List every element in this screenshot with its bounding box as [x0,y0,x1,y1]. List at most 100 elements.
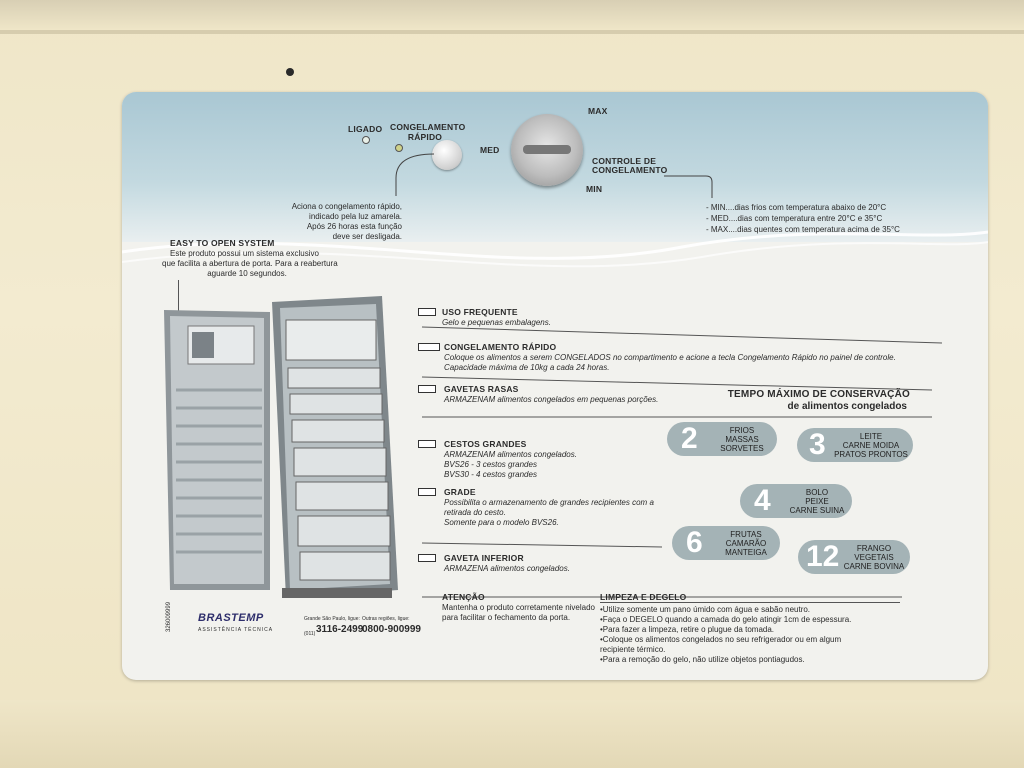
controle-label-1: CONTROLE DE [592,156,657,166]
feature-title-3: GAVETAS RASAS [444,384,519,394]
screw-hole [286,68,294,76]
quick-freeze-note-1: Aciona o congelamento rápido, [291,202,402,211]
region-2: Outras regiões, ligue: [362,616,410,622]
storage-foods-2-2: MASSAS [725,435,759,444]
limpeza-rule [600,602,900,603]
feature-line-5-1: Possibilita o armazenamento de grandes r… [444,498,654,507]
brand-sub: ASSISTÊNCIA TÉCNICA [198,627,274,633]
easy-open-line-3: aguarde 10 segundos. [207,269,287,278]
min-label: MIN [586,184,603,194]
feature-icon-2 [418,343,440,351]
quick-freeze-button[interactable] [432,140,462,170]
storage-months-12: 12 [806,540,840,573]
feature-icon-4 [418,440,436,448]
storage-foods-3-2: CARNE MOIDA [842,441,900,450]
quick-freeze-led [395,144,403,152]
setting-med: - MED....dias com temperatura entre 20°C… [706,214,883,223]
limpeza-line-5: recipiente térmico. [600,645,666,654]
fridge-seam [0,30,1024,34]
decorative-wave [122,230,988,268]
feature-line-4-3: BVS30 - 4 cestos grandes [444,470,537,479]
storage-foods-6-3: MANTEIGA [725,548,767,557]
fridge-top-edge [0,0,1024,30]
limpeza-line-2: •Faça o DEGELO quando a camada do gelo a… [600,615,852,624]
freezer-control-dial[interactable] [511,114,583,186]
feature-line-6-1: ARMAZENA alimentos congelados. [444,564,570,573]
feature-line-5-3: Somente para o modelo BVS26. [444,518,559,527]
atencao-line-1: Mantenha o produto corretamente nivelado [442,603,595,612]
limpeza-title: LIMPEZA E DEGELO [600,592,687,602]
storage-pill-12: 12 FRANGO VEGETAIS CARNE BOVINA [798,540,910,574]
limpeza-line-4: •Coloque os alimentos congelados no seu … [600,635,842,644]
storage-title-1: TEMPO MÁXIMO DE CONSERVAÇÃO [727,389,910,400]
setting-min: - MIN....dias frios com temperatura abai… [706,203,887,212]
callout-line-control [664,175,713,198]
phone-1: 3116-2499 [316,624,364,635]
feature-icon-6 [418,554,436,562]
feature-icon-5 [418,488,436,496]
feature-title-1: USO FREQUENTE [442,307,518,317]
phone-2: 0800-900999 [362,624,421,635]
med-label: MED [480,145,500,155]
instruction-label: LIGADO CONGELAMENTO RÁPIDO MED MAX MIN C… [122,92,988,680]
fridge-bottom [0,700,1024,768]
quick-freeze-note-4: deve ser desligada. [332,232,402,241]
limpeza-line-6: •Para a remoção do gelo, não utilize obj… [600,655,805,664]
storage-pill-2: 2 FRIOS MASSAS SORVETES [667,422,777,456]
quick-freeze-note-2: indicado pela luz amarela. [309,212,402,221]
storage-foods-3-1: LEITE [859,432,883,441]
storage-foods-4-1: BOLO [805,488,829,497]
feature-line-3-1: ARMAZENAM alimentos congelados em pequen… [444,395,659,404]
region-1: Grande São Paulo, ligue: [304,616,360,622]
feature-title-6: GAVETA INFERIOR [444,553,524,563]
storage-foods-6-1: FRUTAS [730,530,762,539]
storage-foods-4-2: PEIXE [805,497,829,506]
phone-prefix-1: (011) [304,631,316,637]
feature-title-5: GRADE [444,487,476,497]
atencao-line-2: para facilitar o fechamento da porta. [442,613,571,622]
controle-label-2: CONGELAMENTO [592,165,668,175]
storage-foods-6-2: CAMARÃO [725,539,767,548]
storage-foods-3-3: PRATOS PRONTOS [834,450,908,459]
easy-open-line-2: que facilita a abertura de porta. Para a… [162,259,338,268]
atencao-title: ATENÇÃO [442,592,485,602]
ligado-label: LIGADO [348,124,383,134]
storage-pill-3: 3 LEITE CARNE MOIDA PRATOS PRONTOS [797,428,913,462]
storage-foods-12-1: FRANGO [856,544,892,553]
quick-freeze-label-1: CONGELAMENTO [390,122,466,132]
feature-line-5-2: retirada do cesto. [444,508,506,517]
freezer-illustration [164,296,398,598]
storage-foods-12-3: CARNE BOVINA [843,562,905,571]
storage-months-4: 4 [754,484,771,517]
storage-foods-2-3: SORVETES [720,444,764,453]
easy-open-title: EASY TO OPEN SYSTEM [170,238,275,248]
limpeza-line-1: •Utilize somente um pano úmido com água … [600,605,811,614]
setting-max: - MAX....dias quentes com temperatura ac… [706,225,900,234]
storage-months-3: 3 [809,428,826,461]
quick-freeze-note-3: Após 26 horas esta função [306,222,402,231]
feature-leader-lines [421,326,943,598]
storage-foods-12-2: VEGETAIS [854,553,894,562]
feature-line-1-1: Gelo e pequenas embalagens. [442,318,551,327]
feature-title-4: CESTOS GRANDES [444,439,527,449]
feature-icon-1 [418,308,436,316]
feature-line-4-2: BVS26 - 3 cestos grandes [444,460,537,469]
easy-open-line-1: Este produto possui um sistema exclusivo [170,249,319,258]
quick-freeze-label-2: RÁPIDO [407,132,443,142]
feature-title-2: CONGELAMENTO RÁPIDO [444,342,557,352]
storage-foods-2-1: FRIOS [729,426,755,435]
storage-months-6: 6 [686,526,703,559]
max-label: MAX [588,106,608,116]
product-code: 326009999 [166,601,172,632]
callout-line-quickfreeze [395,153,435,196]
storage-months-2: 2 [681,422,698,455]
feature-line-2-2: Capacidade máxima de 10kg a cada 24 hora… [444,363,610,372]
brand-logo: BRASTEMP [198,612,264,624]
storage-title-2: de alimentos congelados [787,401,907,412]
feature-icon-3 [418,385,436,393]
easy-open-pointer [178,280,179,320]
limpeza-line-3: •Para fazer a limpeza, retire o plugue d… [600,625,775,634]
feature-line-2-1: Coloque os alimentos a serem CONGELADOS … [444,353,896,362]
storage-pill-4: 4 BOLO PEIXE CARNE SUINA [740,484,852,518]
power-led [362,136,370,144]
